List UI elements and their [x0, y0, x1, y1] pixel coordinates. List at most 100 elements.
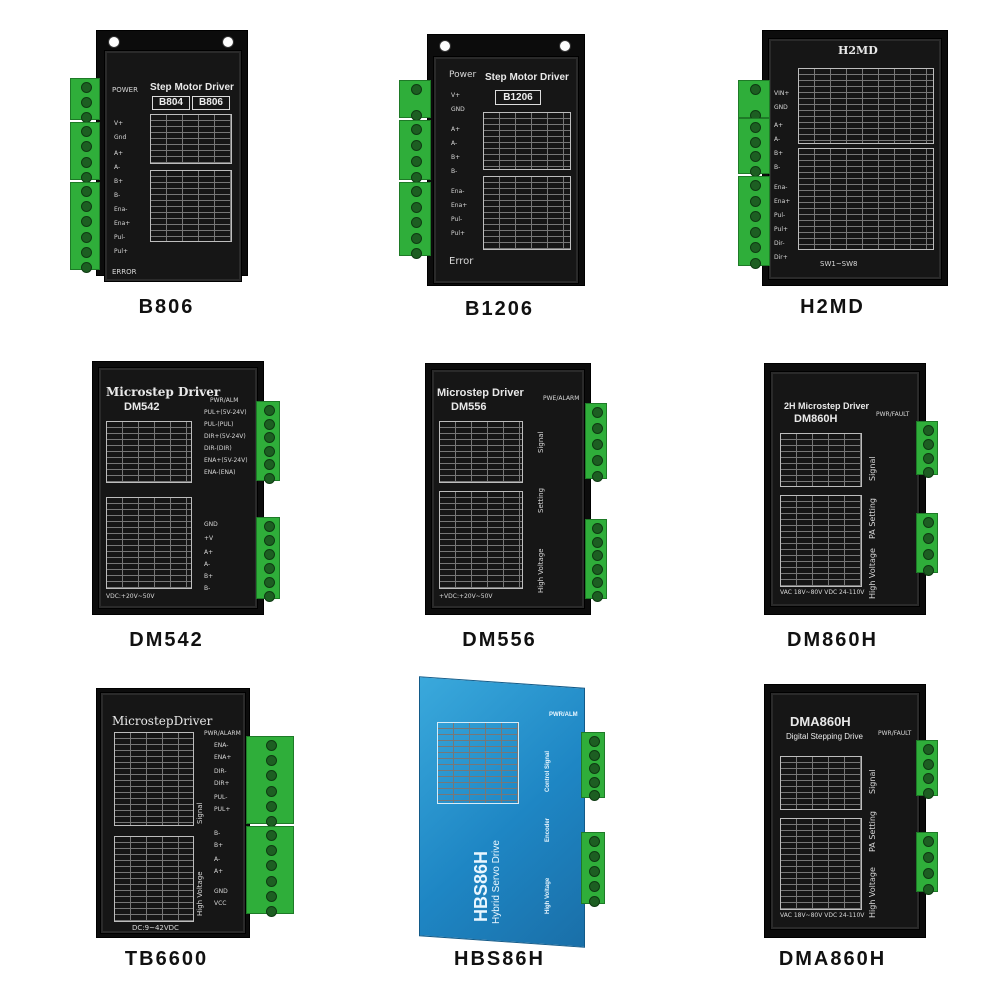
terminal-screw	[923, 549, 934, 560]
terminal-screw	[589, 790, 600, 801]
signal-terminal	[70, 182, 100, 273]
terminal-screw	[266, 860, 277, 871]
terminal-screw	[592, 550, 603, 561]
footer-label: DC:9~42VDC	[132, 924, 179, 932]
terminal-screw	[589, 836, 600, 847]
terminal-screw	[264, 405, 275, 416]
pin-label: A-	[204, 561, 211, 568]
motor-terminal	[738, 118, 770, 177]
pin-label: A-	[774, 136, 781, 143]
terminal-screw	[266, 876, 277, 887]
terminal-screw	[266, 830, 277, 841]
pin-label: Pul+	[774, 226, 789, 233]
pin-label: Ena+	[451, 202, 468, 209]
pin-label: A+	[214, 868, 224, 875]
terminal-screw	[750, 122, 761, 133]
pin-label: ENA+(5V-24V)	[204, 457, 248, 464]
terminal-screw	[592, 423, 603, 434]
terminal-screw	[923, 852, 934, 863]
side-label: Signal	[537, 431, 545, 453]
product-caption: TB6600	[124, 948, 209, 970]
terminal-screw	[266, 770, 277, 781]
pin-label: B-	[451, 168, 458, 175]
pin-label: Pul+	[114, 248, 129, 255]
pin-label: Pul-	[774, 212, 786, 219]
current-table	[483, 176, 571, 250]
terminal-screw	[411, 124, 422, 135]
pin-label: B-	[214, 830, 221, 837]
pin-label: Pul-	[114, 234, 126, 241]
settings-table	[437, 722, 519, 804]
header-label: PWR/FAULT	[876, 411, 910, 418]
current-table	[798, 68, 934, 144]
current-table	[150, 170, 232, 242]
terminal-screw	[589, 736, 600, 747]
pin-label: Dir+	[774, 254, 788, 261]
pin-label: A+	[774, 122, 784, 129]
header-label: PWR/ALM	[210, 397, 239, 404]
terminal-screw	[923, 425, 934, 436]
terminal-screw	[81, 247, 92, 258]
terminal-screw	[411, 84, 422, 95]
footer-label: Error	[449, 256, 474, 267]
terminal-screw	[264, 563, 275, 574]
model-label: DM860H	[794, 413, 838, 425]
pin-label: Ena-	[774, 184, 788, 191]
terminal-screw	[411, 156, 422, 167]
terminal-screw	[923, 439, 934, 450]
side-label: Setting	[537, 487, 545, 513]
pin-label: B-	[114, 192, 121, 199]
header-label: Power	[449, 70, 477, 80]
terminal-screw	[923, 533, 934, 544]
terminal-screw	[923, 836, 934, 847]
terminal-screw	[589, 866, 600, 877]
terminal-screw	[750, 180, 761, 191]
terminal-screw	[923, 467, 934, 478]
pulse-table	[439, 491, 523, 589]
pin-label: Gnd	[114, 134, 127, 141]
current-table	[780, 433, 862, 487]
signal-terminal	[916, 421, 938, 478]
product-cell-dma860h: DMA860H Digital Stepping Drive PWR/FAULT…	[666, 666, 999, 999]
pin-label: PUL+	[214, 806, 231, 813]
pin-label: GND	[774, 104, 788, 111]
side-label: Signal	[868, 769, 877, 794]
pulse-table	[798, 148, 934, 250]
terminal-screw	[411, 140, 422, 151]
pin-label: Ena-	[451, 188, 465, 195]
power-motor-terminal	[246, 826, 294, 917]
pin-label: Ena+	[114, 220, 131, 227]
terminal-screw	[264, 459, 275, 470]
signal-terminal	[581, 732, 605, 801]
power-motor-terminal	[581, 832, 605, 907]
product-cell-b1206: Power Step Motor Driver B1206 Error V+ G…	[333, 0, 666, 333]
terminal-screw	[411, 217, 422, 228]
pin-label: GND	[451, 106, 465, 113]
terminal-screw	[81, 82, 92, 93]
terminal-screw	[411, 202, 422, 213]
footer-label: VAC 18V~80V VDC 24-110V	[780, 589, 865, 596]
terminal-screw	[923, 453, 934, 464]
pin-label: GND	[214, 888, 228, 895]
pin-label: PUL-(PUL)	[204, 421, 234, 428]
brand-label: Microstep Driver	[106, 385, 221, 399]
power-terminal	[70, 78, 100, 123]
terminal-screw	[266, 786, 277, 797]
side-label: Encoder	[545, 817, 551, 842]
terminal-screw	[589, 777, 600, 788]
pin-label: B+	[214, 842, 224, 849]
pin-label: ENA-	[214, 742, 229, 749]
terminal-screw	[264, 577, 275, 588]
motor-terminal	[70, 122, 100, 183]
pin-label: B-	[774, 164, 781, 171]
header-label: PWR/FAULT	[878, 730, 912, 737]
terminal-screw	[411, 248, 422, 259]
pin-label: DIR-	[214, 768, 227, 775]
pulse-table	[106, 497, 192, 589]
side-label: PA Setting	[868, 498, 877, 539]
product-cell-dm542: Microstep Driver DM542 PWR/ALM VDC:+20V~…	[0, 333, 333, 666]
terminal-screw	[264, 591, 275, 602]
terminal-screw	[266, 740, 277, 751]
pin-label: B+	[774, 150, 784, 157]
power-motor-terminal	[585, 519, 607, 602]
